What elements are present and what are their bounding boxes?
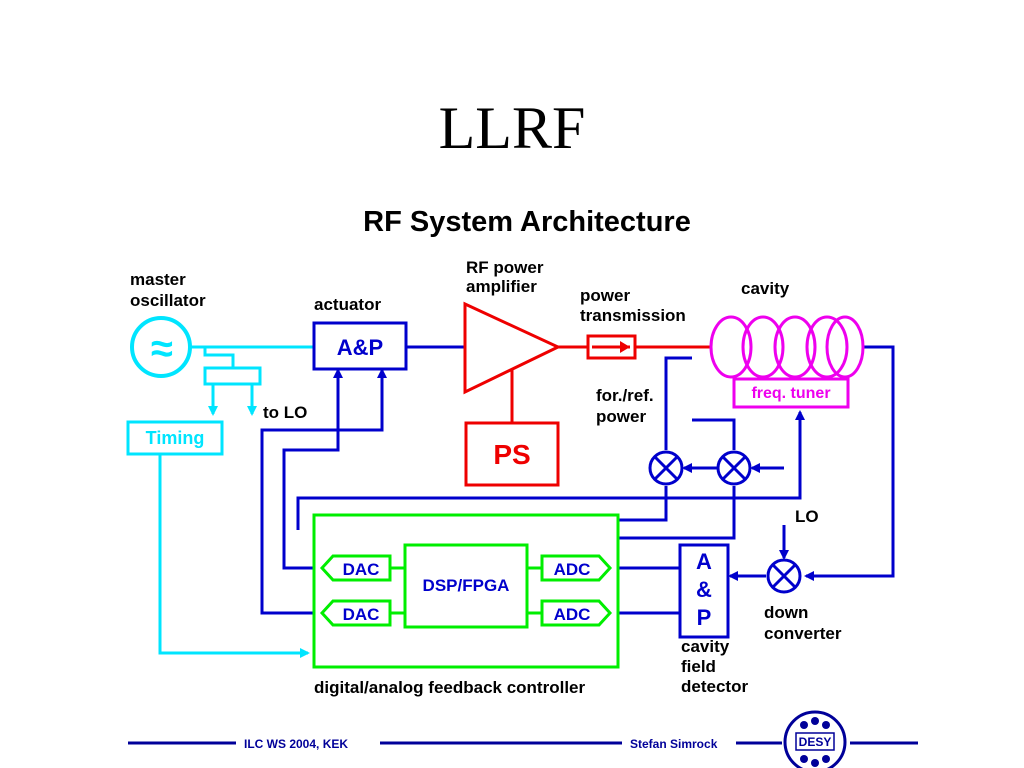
power-path: [463, 301, 712, 423]
dsp-fpga-label: DSP/FPGA: [423, 576, 510, 595]
down-converter-label: down: [764, 603, 808, 622]
transmission-arrow-icon: [620, 341, 630, 353]
down-converter-label: converter: [764, 624, 842, 643]
freq-tuner-block: [732, 377, 850, 409]
adc-label: ADC: [554, 605, 591, 624]
down-converter-mixer-icon: [766, 558, 802, 594]
adc-block: [540, 599, 613, 627]
actuator-label: actuator: [314, 295, 381, 314]
timing-label: Timing: [146, 428, 205, 448]
to-lo-label: to LO: [263, 403, 307, 422]
freq-tuner-label: freq. tuner: [751, 385, 830, 402]
rf-amplifier-label: RF power: [466, 258, 544, 277]
dac-label: DAC: [343, 605, 380, 624]
adc-block: [540, 554, 613, 582]
timing-block: [126, 420, 224, 456]
field-detector-block-line: &: [696, 577, 712, 602]
mixer-icon: [648, 450, 684, 486]
master-oscillator-icon: [130, 316, 192, 378]
cavity-label: cavity: [741, 279, 790, 298]
controller-label: digital/analog feedback controller: [314, 678, 585, 697]
controller-internal-lines: [390, 566, 542, 615]
lo-label: LO: [795, 507, 819, 526]
oscillator-wave-icon: ≈: [151, 327, 173, 371]
rf-amplifier-label: amplifier: [466, 277, 537, 296]
mixer-icon: [716, 450, 752, 486]
ps-label: PS: [493, 439, 530, 470]
for-ref-power-label: for./ref.: [596, 386, 654, 405]
desy-logo-text: DESY: [799, 735, 832, 749]
field-detector-block: [678, 543, 730, 639]
actuator-block-label: A&P: [337, 335, 383, 360]
blue-signal-lines: [260, 345, 895, 615]
field-detector-block-line: A: [696, 549, 712, 574]
power-transmission-label: power: [580, 286, 630, 305]
actuator-block: [312, 321, 408, 371]
diagram-subtitle: RF System Architecture: [363, 206, 691, 238]
adc-label: ADC: [554, 560, 591, 579]
master-oscillator-label: oscillator: [130, 291, 206, 310]
desy-logo: DESY: [783, 710, 847, 768]
oscillator-signal-lines: [158, 345, 314, 658]
slide-title: LLRF: [438, 95, 586, 161]
master-oscillator-label: master: [130, 270, 186, 289]
cavity-field-detector-label: detector: [681, 677, 748, 696]
footer-event: ILC WS 2004, KEK: [244, 737, 348, 751]
dsp-fpga-block: [403, 543, 529, 629]
dac-block: [319, 554, 392, 582]
cavity-field-detector-label: field: [681, 657, 716, 676]
dac-label: DAC: [343, 560, 380, 579]
ps-block: [464, 421, 560, 487]
footer-author: Stefan Simrock: [630, 737, 718, 751]
dac-block: [319, 599, 392, 627]
cavity-icon: [709, 315, 865, 379]
cavity-field-detector-label: cavity: [681, 637, 730, 656]
power-transmission-label: transmission: [580, 306, 686, 325]
field-detector-block-line: P: [697, 605, 712, 630]
for-ref-power-label: power: [596, 407, 646, 426]
